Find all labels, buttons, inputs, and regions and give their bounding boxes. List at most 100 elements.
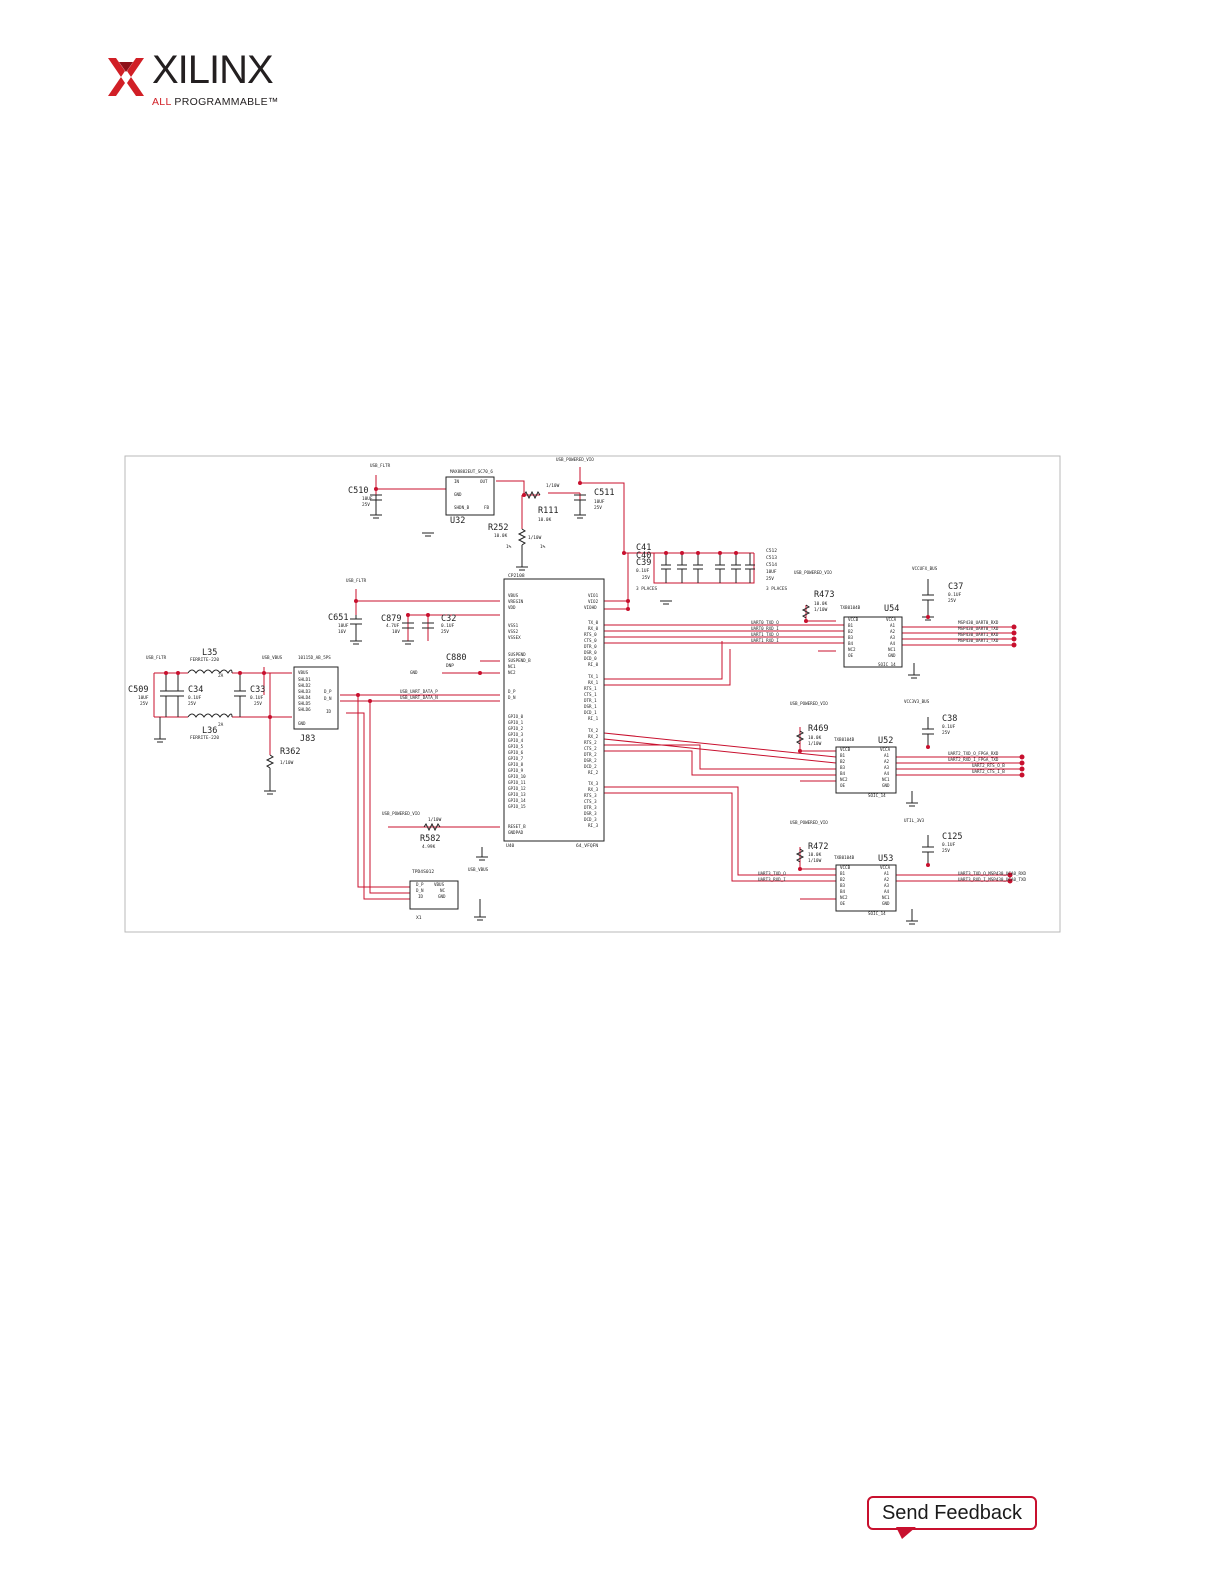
pin-label: VREGIN bbox=[508, 599, 524, 604]
component-value: 25V bbox=[188, 701, 196, 707]
component-value: 16V bbox=[338, 629, 346, 635]
pin-label: B4 bbox=[848, 641, 854, 646]
component-value: 3 PLACES bbox=[766, 586, 788, 592]
pin-label: RI_3 bbox=[588, 823, 599, 828]
send-feedback-button[interactable]: Send Feedback bbox=[867, 1496, 1037, 1530]
logo-tagline-all: ALL bbox=[152, 96, 172, 108]
ref-designator: C33 bbox=[250, 685, 265, 695]
net-label: USB_POWERED_VIO bbox=[790, 701, 828, 706]
pin-label: B4 bbox=[840, 889, 846, 894]
net-label: USB_POWERED_VIO bbox=[382, 811, 420, 816]
pin-label: GPIO_10 bbox=[508, 774, 526, 779]
ref-designator: C37 bbox=[948, 582, 963, 592]
pin-label: A2 bbox=[884, 759, 890, 764]
pin-label: VIOHD bbox=[584, 605, 597, 610]
schematic-frame bbox=[124, 455, 1061, 933]
signal-label: UART2_TXD_O_FPGA_RXD bbox=[948, 751, 999, 756]
component-value: FERRITE-220 bbox=[190, 657, 219, 663]
pin-label: NC2 bbox=[840, 777, 848, 782]
chip-u32 bbox=[445, 476, 495, 516]
ref-designator: C512 bbox=[766, 548, 777, 554]
pin-label: DTR_1 bbox=[584, 698, 597, 703]
pin-label: NC1 bbox=[882, 895, 890, 900]
signal-label: MSP430_UART0_RXD bbox=[958, 620, 999, 625]
pin-label: VCCB bbox=[840, 747, 851, 752]
ref-designator: C39 bbox=[636, 558, 651, 568]
component-value: 0.1UF bbox=[942, 724, 956, 730]
pin-label: DTR_2 bbox=[584, 752, 597, 757]
logo-tagline-rest: PROGRAMMABLE bbox=[171, 96, 268, 108]
pin-label: VSS2 bbox=[508, 629, 519, 634]
pin-label: 10115D_AB_5PS bbox=[298, 655, 331, 660]
pin-label: B2 bbox=[848, 629, 854, 634]
net-label: VCC3V3_BUS bbox=[904, 699, 930, 704]
component-value: 10.0K bbox=[538, 517, 552, 523]
net-label: USB_POWERED_VIO bbox=[794, 570, 832, 575]
signal-label: MSP430_UART1_RXD bbox=[958, 632, 999, 637]
junction-dots bbox=[164, 481, 1025, 884]
pin-label: RTS_1 bbox=[584, 686, 597, 691]
ref-designator: U54 bbox=[884, 604, 899, 614]
pin-label: SHDN_B bbox=[454, 505, 470, 510]
component-value: 25V bbox=[254, 701, 262, 707]
ref-designator: C510 bbox=[348, 486, 368, 496]
ref-designator: C879 bbox=[381, 614, 401, 624]
pin-label: A4 bbox=[890, 641, 896, 646]
component-value: 25V bbox=[140, 701, 148, 707]
pin-label: D_N bbox=[416, 888, 424, 893]
signal-label: UART3_TXD_O_MSP430_UCA0_RXD bbox=[958, 871, 1027, 876]
pin-label: DCD_0 bbox=[584, 656, 597, 661]
pin-label: VCCA bbox=[880, 865, 891, 870]
pin-label: RX_0 bbox=[588, 626, 599, 631]
pin-label: OE bbox=[848, 653, 854, 658]
net-label: USB_UART_DATA_N bbox=[400, 695, 438, 700]
chip-x1 bbox=[409, 880, 459, 910]
pin-label: TX_3 bbox=[588, 781, 599, 786]
component-value: 10UF bbox=[138, 695, 149, 701]
pin-label: VIO1 bbox=[588, 593, 599, 598]
component-value: 1% bbox=[540, 544, 546, 550]
pin-label: DSR_1 bbox=[584, 704, 597, 709]
pin-label: A1 bbox=[884, 753, 890, 758]
component-value: 1/10W bbox=[808, 858, 822, 864]
ref-designator: R252 bbox=[488, 523, 508, 533]
ref-designator: R111 bbox=[538, 506, 558, 516]
pin-label: NC1 bbox=[888, 647, 896, 652]
pin-label: A3 bbox=[884, 765, 890, 770]
pin-label: A4 bbox=[884, 771, 890, 776]
usb-uart-schematic: USB_FLTRUSB_POWERED_VIOUSB_FLTRUSB_FLTRU… bbox=[124, 455, 1061, 933]
pin-label: SHLD5 bbox=[298, 701, 311, 706]
component-value: 0.1UF bbox=[942, 842, 956, 848]
pin-label: GND bbox=[410, 670, 418, 675]
ref-designator: C41 bbox=[636, 543, 651, 553]
pin-label: DCD_3 bbox=[584, 817, 597, 822]
ref-designator: TPD4S012 bbox=[412, 869, 434, 875]
component-value: 10UF bbox=[766, 569, 777, 575]
pin-label: GPIO_8 bbox=[508, 762, 524, 767]
pin-label: NC2 bbox=[840, 895, 848, 900]
pin-label: SUSPEND bbox=[508, 652, 526, 657]
pin-label: A2 bbox=[890, 629, 896, 634]
pin-label: D_N bbox=[508, 695, 516, 700]
pin-label: GPIO_3 bbox=[508, 732, 524, 737]
component-value: 10.0K bbox=[814, 601, 828, 607]
ref-designator: C125 bbox=[942, 832, 962, 842]
pin-label: RX_2 bbox=[588, 734, 599, 739]
pin-label: GPIO_9 bbox=[508, 768, 524, 773]
component-value: 4.7UF bbox=[386, 623, 400, 629]
pin-label: VIO2 bbox=[588, 599, 599, 604]
net-label: USB_POWERED_VIO bbox=[790, 820, 828, 825]
signal-label: UART0_TXD_O bbox=[751, 620, 779, 625]
pin-label: GPIO_13 bbox=[508, 792, 526, 797]
pin-label: B2 bbox=[840, 759, 846, 764]
pin-label: TX_2 bbox=[588, 728, 599, 733]
pin-label: A3 bbox=[890, 635, 896, 640]
component-value: 10.0K bbox=[808, 735, 822, 741]
component-value: 25V bbox=[766, 576, 774, 582]
component-value: 25V bbox=[942, 730, 950, 736]
signal-label: UART2_RTS_O_B bbox=[972, 763, 1005, 768]
logo-tagline-tm: ™ bbox=[267, 96, 279, 108]
ref-designator: L35 bbox=[202, 648, 217, 658]
pin-label: D_P bbox=[508, 689, 516, 694]
